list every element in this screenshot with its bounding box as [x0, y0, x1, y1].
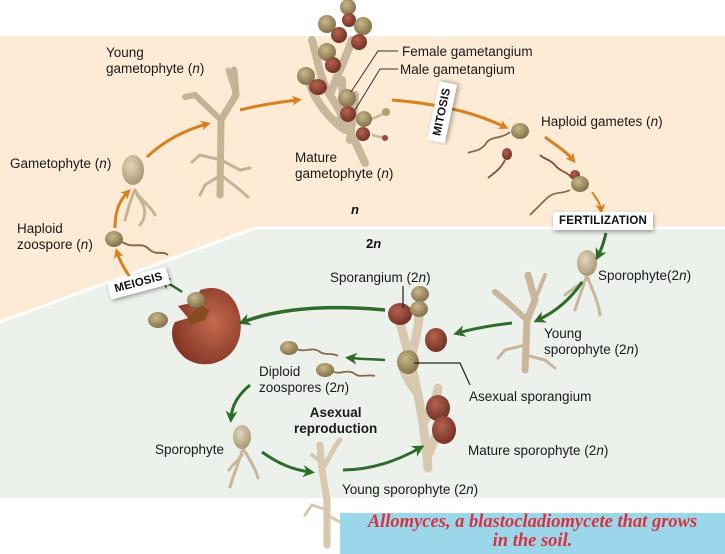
diploid-region [0, 228, 725, 498]
arrow-sporangium-to-resistant [238, 305, 386, 326]
female-gametangium-label: Female gametangium [402, 44, 533, 59]
young-sporophyte-bottom-label: Young sporophyte (2n) [342, 482, 479, 497]
caption-line-2: in the soil. [492, 531, 573, 551]
sporophyte-illustration [227, 425, 260, 489]
caption-line-1: Allomyces, a blastocladiomycete that gro… [367, 512, 698, 532]
young-gametophyte-illustration [182, 66, 252, 199]
figure-caption: Allomyces, a blastocladiomycete that gro… [340, 513, 725, 554]
female-gametangium-pointer [350, 50, 398, 93]
asexual-sporangium-label: Asexual sporangium [469, 389, 592, 404]
arrow-fertilization-to-sporophyte [595, 232, 608, 261]
haploid-gametes-illustration [467, 123, 589, 216]
gametophyte-illustration [122, 155, 157, 227]
fertilization-tag: FERTILIZATION [553, 212, 653, 230]
young-sporophyte-right-illustration [492, 271, 557, 374]
young-sporophyte-right-label: Young sporophyte (2n) [544, 326, 639, 357]
arrow-zoospores-to-sporophyte [225, 383, 251, 423]
arrow-zoospore-to-gametophyte [113, 189, 131, 229]
arrow-sporophyte-to-young-bottom [261, 450, 315, 478]
arrow-sporophyte-to-young [533, 281, 584, 323]
asexual-sporangium-pointer [414, 362, 471, 386]
haploid-region-label: n [351, 202, 359, 217]
haploid-zoospore-label: Haploid zoospore (n) [17, 221, 93, 252]
mature-sporophyte-label: Mature sporophyte (2n) [468, 443, 609, 458]
arrow-sporangium-to-zoospores [345, 352, 386, 365]
sporophyte-2n-label: Sporophyte(2n) [598, 268, 692, 283]
mature-gametophyte-illustration [297, 0, 390, 167]
sporangium-label: Sporangium (2n) [330, 270, 431, 285]
diploid-region-label: 2n [366, 236, 382, 251]
sporophyte-label: Sporophyte [155, 442, 225, 457]
arrow-to-fertilization [591, 191, 606, 214]
arrow-young-bottom-to-mature [342, 445, 425, 472]
young-gametophyte-label: Young gametophyte (n) [106, 45, 205, 76]
mature-sporophyte-illustration [388, 286, 456, 473]
diploid-zoospores-illustration [280, 341, 376, 377]
male-gametangium-pointer [354, 68, 398, 111]
sporophyte-2n-illustration [563, 250, 602, 317]
arrow-young-to-mature-sporophyte [453, 321, 513, 337]
diploid-zoospores-label: Diploid zoospores (2n) [259, 364, 350, 395]
arrow-gametes-merge [544, 135, 576, 164]
male-gametangium-label: Male gametangium [400, 62, 515, 77]
haploid-zoospore-illustration [105, 231, 169, 256]
gametophyte-label: Gametophyte (n) [10, 156, 112, 171]
arrow-young-to-mature [239, 95, 302, 112]
resistant-sporangium-illustration [148, 288, 241, 365]
arrow-gametophyte-to-young [145, 120, 211, 159]
mature-gametophyte-label: Mature gametophyte (n) [295, 150, 394, 181]
asexual-reproduction-label: Asexual reproduction [294, 405, 378, 436]
haploid-gametes-label: Haploid gametes (n) [541, 114, 663, 129]
